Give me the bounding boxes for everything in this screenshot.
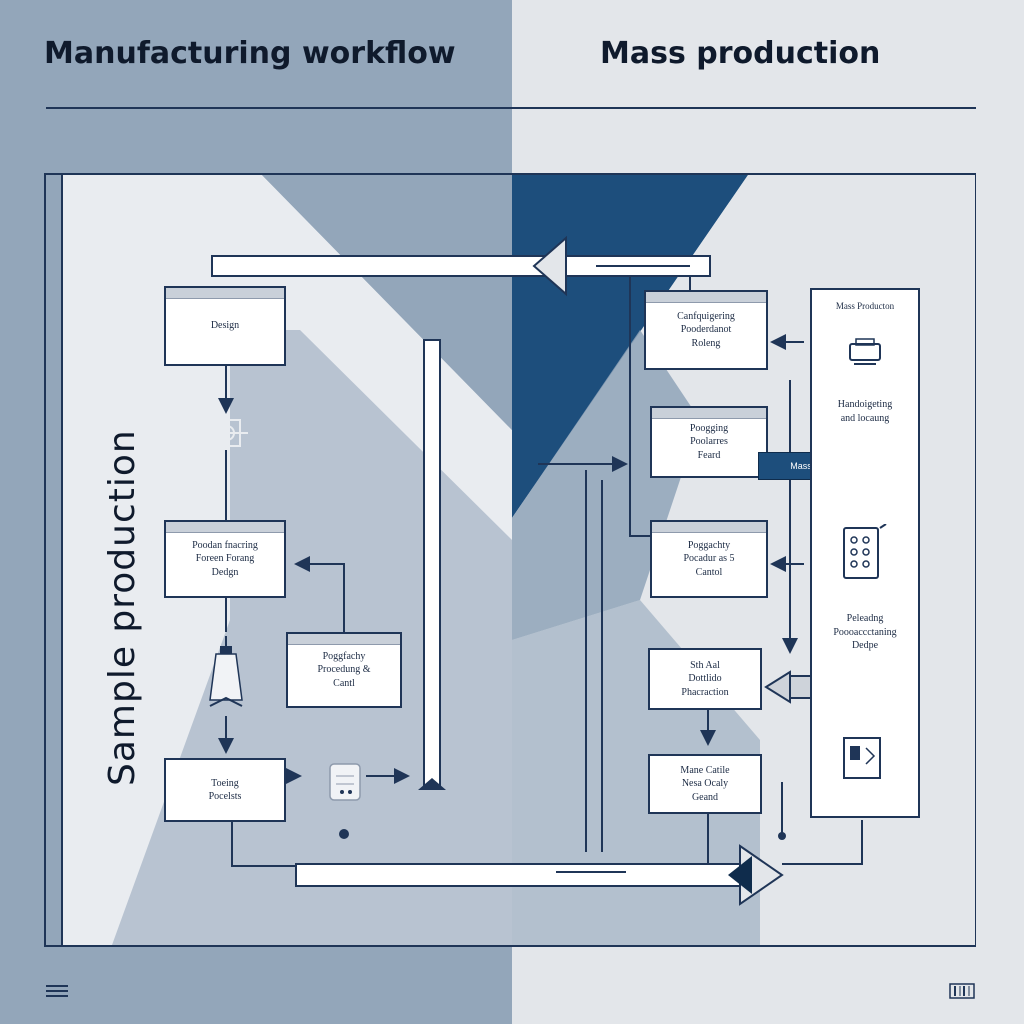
title-rule bbox=[46, 107, 976, 109]
side-panel-title: Mass Producton bbox=[835, 301, 895, 311]
processing-control-box: Poggfachy Procedung & Cantl bbox=[286, 632, 402, 708]
top-flow-bar bbox=[211, 255, 711, 277]
monitor-icon bbox=[843, 737, 881, 779]
manufacturing-box: Canfquigering Pooderdanot Roleng bbox=[644, 290, 768, 370]
process-food-box: Poogging Poolarres Feard bbox=[650, 406, 768, 478]
bottom-flow-bar bbox=[295, 863, 741, 887]
left-steel-band bbox=[262, 175, 512, 430]
prototype-box: Poodan fnacring Foreen Forang Dedgn bbox=[164, 520, 286, 598]
quality-box: Mane Catile Nesa Ocaly Geand bbox=[648, 754, 762, 814]
design-box: Design bbox=[164, 286, 286, 366]
machine-icon bbox=[206, 419, 248, 447]
keypad-icon bbox=[843, 524, 887, 579]
batch-production-box: Sth Aal Dottlido Phacraction bbox=[648, 648, 762, 710]
testing-box: Toeing Pocelsts bbox=[164, 758, 286, 822]
left-title: Manufacturing workflow bbox=[44, 36, 456, 71]
side-panel-label-a: Handoigeting and locaung bbox=[837, 399, 893, 424]
printer-icon bbox=[849, 338, 881, 365]
container-icon bbox=[329, 763, 361, 801]
right-title: Mass production bbox=[600, 36, 881, 71]
mass-production-panel bbox=[810, 288, 920, 818]
cone-icon bbox=[209, 636, 243, 707]
menu-icon[interactable] bbox=[44, 982, 70, 1000]
vertical-column-bar bbox=[423, 339, 441, 789]
process-control-box: Poggachty Pocadur as 5 Cantol bbox=[650, 520, 768, 598]
top-flow-arrowhead bbox=[532, 235, 567, 297]
side-panel-label-b: Peleadng Poooaccctaning Dedpe bbox=[833, 613, 897, 651]
side-title: Sample production bbox=[102, 429, 143, 786]
barcode-icon bbox=[949, 983, 975, 999]
